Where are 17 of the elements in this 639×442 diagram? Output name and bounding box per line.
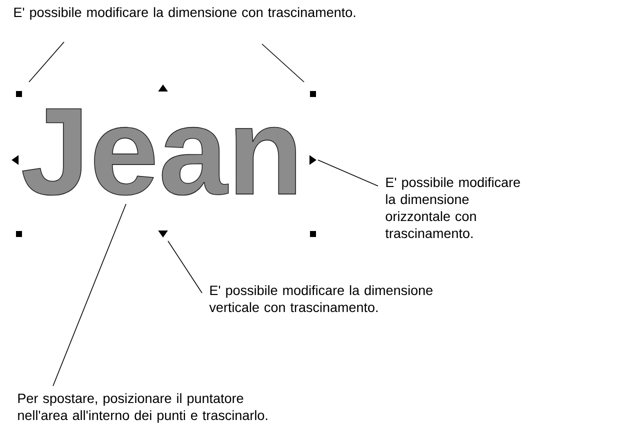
resize-handle [158,84,168,92]
note-text: Per spostare, posizionare il puntatore nell'area all'interno dei punti e trascinarlo. [18,393,268,423]
resize-handle [12,155,19,165]
resize-handle [310,91,316,97]
leader-line [28,42,64,82]
leader-line [318,160,378,186]
leader-line [168,240,202,294]
note-text: E' possibile modificare la dimensione con trascinamento. [14,7,356,20]
note-text: E' possibile modificare la dimensione orizzontale con trascinamento. [385,177,520,238]
resize-handle [310,231,316,237]
resize-handle [309,155,316,165]
note-text: E' possibile modificare la dimensione verticale con trascinamento. [209,285,432,312]
resize-handle [16,91,22,97]
leader-line [262,44,304,82]
resize-handle [16,231,22,237]
resize-handle [158,230,168,238]
leader-line [52,204,126,386]
